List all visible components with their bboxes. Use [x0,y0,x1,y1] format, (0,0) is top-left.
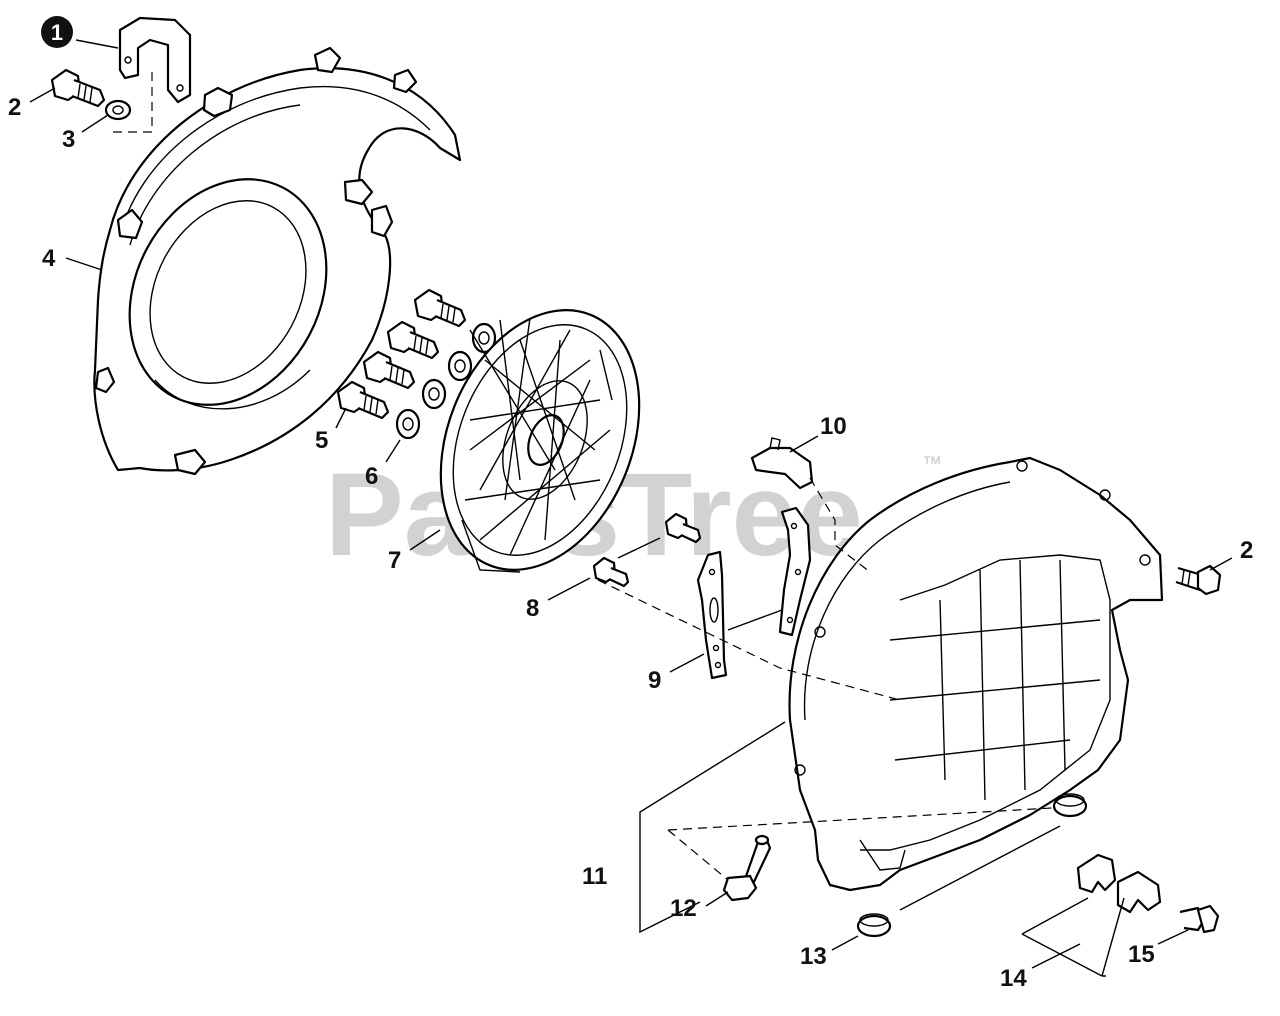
callout-13: 13 [800,943,827,970]
callout-14: 14 [1000,965,1027,992]
part-screw-left [50,68,106,108]
part-clip [750,437,814,490]
callout-5: 5 [315,427,328,454]
callout-9: 9 [648,667,661,694]
callout-10: 10 [820,413,847,440]
callout-4: 4 [42,245,56,272]
callout-7: 7 [388,547,401,574]
assembly-line [108,72,153,133]
assembly-line [899,825,1061,911]
callout-1: 1 [51,20,63,45]
callout-11: 11 [582,863,607,890]
assembly-line [597,579,901,701]
callout-8: 8 [526,595,539,622]
part-screw-pair [592,512,702,588]
leader-lines [29,39,1233,977]
part-screw-right [1175,564,1222,596]
assembly-line [809,477,871,573]
callout-2-right: 2 [1240,537,1253,564]
part-impeller [439,309,641,573]
callout-6: 6 [365,463,378,490]
part-rear-case [788,456,1164,892]
part-screw-bottom [1179,904,1220,934]
part-bracket [118,16,192,104]
part-plate [696,506,812,680]
assembly-line [667,807,1053,881]
callout-2-left: 2 [8,94,21,121]
callout-3: 3 [62,126,75,153]
callout-badge-circle [41,16,73,48]
part-screw-set [336,288,467,420]
part-pipe-elbow [722,834,772,902]
watermark-trademark: ™ [922,453,942,475]
callout-12: 12 [670,895,697,922]
part-front-case [93,46,462,476]
part-grommet [856,793,1088,938]
callout-badge-1: 1 [41,16,73,48]
part-washer [104,99,132,121]
callout-15: 15 [1128,941,1155,968]
part-clamp [1076,853,1162,914]
